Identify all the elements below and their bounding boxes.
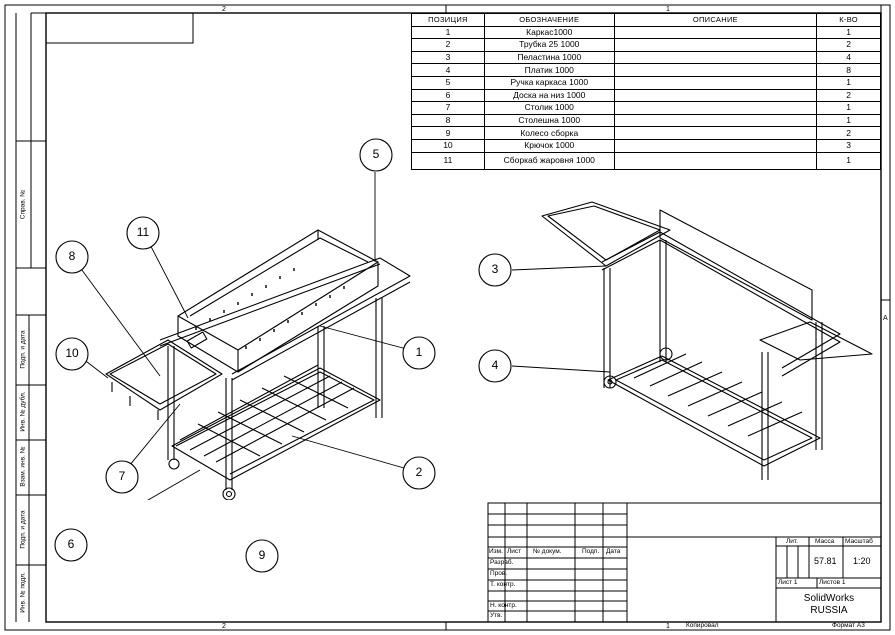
balloon-label-6: 6 bbox=[67, 537, 75, 551]
strip-inv-dubl: Инв. № дубл. bbox=[19, 391, 27, 432]
tb-docum: № докум. bbox=[533, 548, 562, 555]
tb-podp: Подп. bbox=[582, 548, 600, 555]
strip-podp-data-1: Подп. и дата bbox=[19, 330, 27, 369]
zone-label-bottom-1: 1 bbox=[666, 623, 670, 630]
bom-position: 11 bbox=[411, 151, 485, 170]
balloon-1 bbox=[402, 336, 436, 370]
bom-position: 7 bbox=[411, 101, 485, 115]
tb-company-line-2: RUSSIA bbox=[810, 605, 848, 616]
balloon-11 bbox=[126, 216, 160, 250]
balloon-label-2: 2 bbox=[415, 465, 423, 479]
balloon-label-1: 1 bbox=[415, 345, 423, 359]
tb-list: Лист bbox=[507, 548, 522, 555]
tb-massa: Масса bbox=[815, 538, 835, 545]
balloon-10 bbox=[55, 337, 89, 371]
bom-description bbox=[613, 151, 818, 170]
tb-t-kontr: Т. контр. bbox=[490, 581, 516, 588]
balloon-9 bbox=[245, 539, 279, 573]
zone-label-top-2: 2 bbox=[222, 6, 226, 13]
footer-format: Формат A3 bbox=[832, 622, 865, 629]
zone-label-right-a: A bbox=[883, 315, 888, 322]
tb-sheet: Лист 1 bbox=[778, 579, 798, 586]
isometric-view-rear bbox=[511, 201, 873, 480]
balloon-label-7: 7 bbox=[118, 469, 126, 483]
tb-razrab: Разраб. bbox=[490, 559, 514, 566]
zone-label-bottom-2: 2 bbox=[222, 623, 226, 630]
balloon-label-11: 11 bbox=[136, 225, 150, 239]
tb-masshtab: Масштаб bbox=[845, 538, 873, 545]
strip-sprav-no: Справ. № bbox=[19, 189, 27, 220]
zone-label-top-1: 1 bbox=[666, 6, 670, 13]
tb-prov: Пров. bbox=[490, 570, 508, 577]
strip-vzam-inv: Взам. инв. № bbox=[19, 446, 27, 487]
balloon-label-10: 10 bbox=[65, 346, 79, 360]
strip-podp-data-2: Подп. и дата bbox=[19, 510, 27, 549]
footer-kopiroval: Копировал bbox=[686, 622, 719, 629]
balloon-label-4: 4 bbox=[491, 358, 499, 372]
tb-mass-value: 57.81 bbox=[814, 556, 837, 566]
bom-quantity: 1 bbox=[816, 151, 881, 170]
isometric-view-front bbox=[73, 172, 419, 500]
tb-utv: Утв. bbox=[490, 612, 503, 619]
balloon-5 bbox=[359, 138, 393, 172]
tb-sheets: Листов 1 bbox=[819, 579, 846, 586]
tb-company-line-1: SolidWorks bbox=[803, 593, 855, 604]
balloon-6 bbox=[54, 528, 88, 562]
balloon-8 bbox=[55, 240, 89, 274]
balloon-label-5: 5 bbox=[372, 147, 380, 161]
balloon-2 bbox=[402, 456, 436, 490]
tb-n-kontr: Н. контр. bbox=[490, 602, 517, 609]
tb-lit: Лит. bbox=[786, 538, 798, 545]
tb-data: Дата bbox=[606, 548, 621, 555]
balloon-7 bbox=[105, 460, 139, 494]
tb-izm: Изм. bbox=[489, 548, 503, 555]
balloon-label-9: 9 bbox=[258, 548, 266, 562]
balloon-4 bbox=[478, 349, 512, 383]
balloon-label-3: 3 bbox=[491, 262, 499, 276]
bom-designation: Сборкаб жаровня 1000 bbox=[483, 151, 615, 170]
balloon-label-8: 8 bbox=[68, 249, 76, 263]
strip-inv-podl: Инв. № подл. bbox=[19, 572, 27, 613]
tb-scale-value: 1:20 bbox=[853, 556, 871, 566]
balloon-3 bbox=[478, 253, 512, 287]
